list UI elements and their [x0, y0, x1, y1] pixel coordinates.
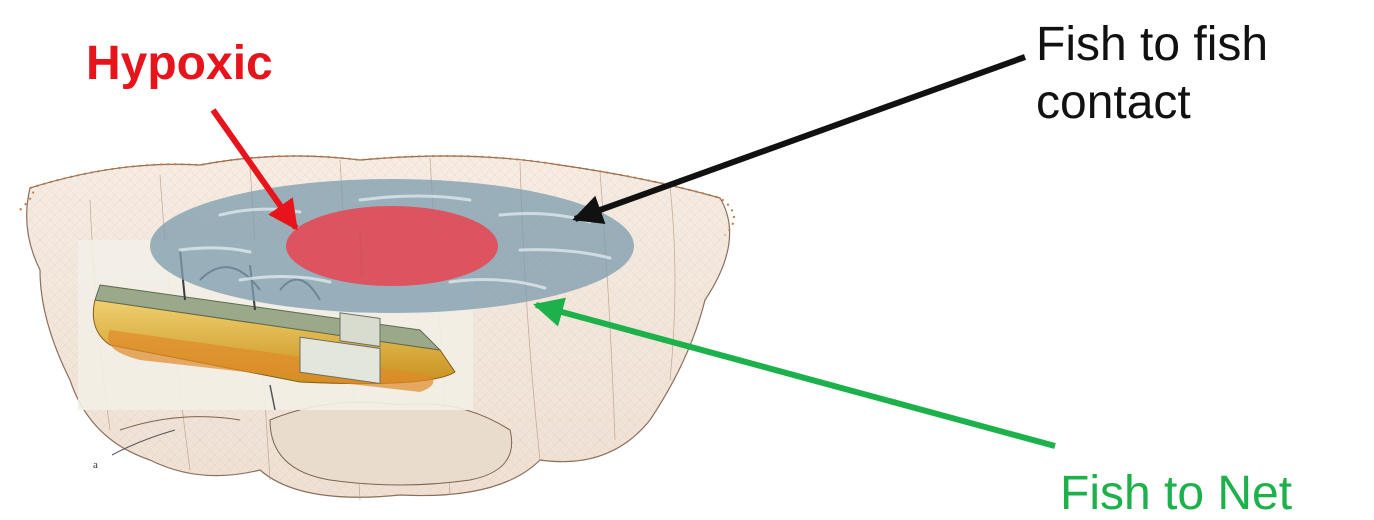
boat-wheelhouse: [340, 313, 380, 347]
figure-mark-a: a: [93, 459, 98, 471]
hypoxic-label: Hypoxic: [86, 40, 273, 88]
fish-contact-label-line2: contact: [1036, 74, 1374, 132]
purse-pocket: [270, 402, 512, 485]
hypoxic-zone: [286, 206, 498, 286]
fish-contact-label-line1: Fish to fish: [1036, 16, 1374, 74]
fish-contact-arrow: [575, 57, 1025, 219]
fish-contact-label: Fish to fish contact: [1036, 16, 1374, 131]
